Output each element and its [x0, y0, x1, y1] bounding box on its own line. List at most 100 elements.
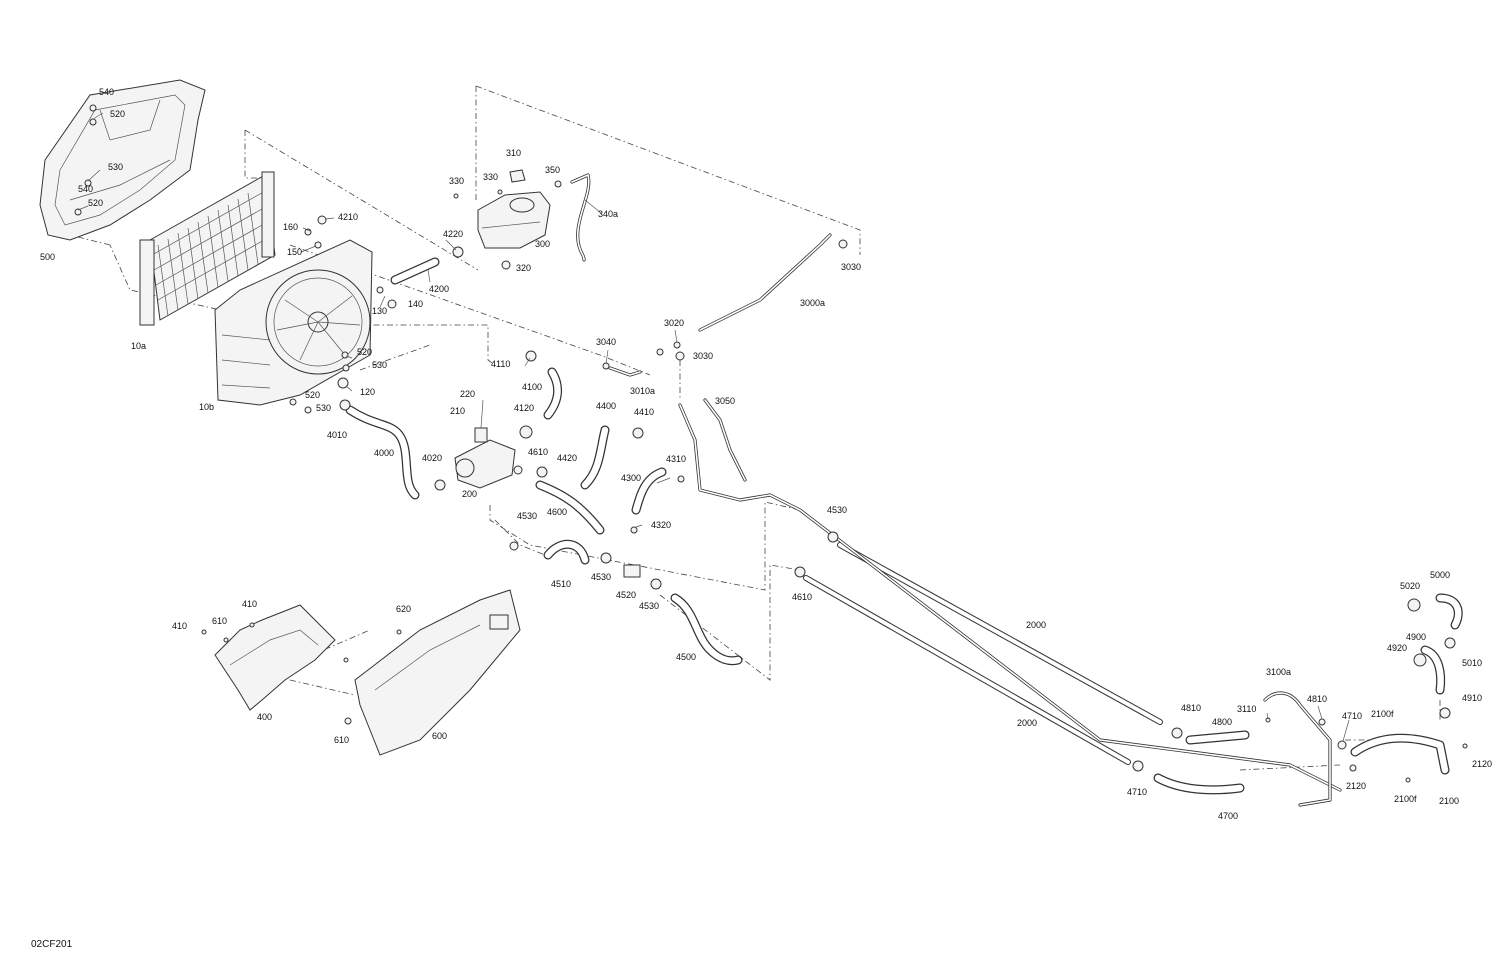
callout: 4120 — [514, 403, 534, 413]
callout: 3110 — [1237, 704, 1256, 714]
callout: 4600 — [547, 507, 567, 517]
callout: 530 — [372, 360, 387, 370]
callout: 200 — [462, 489, 477, 499]
callout: 410 — [172, 621, 187, 631]
callout: 120 — [360, 387, 375, 397]
callout: 160 — [283, 222, 298, 232]
callout: 10b — [199, 402, 214, 412]
callout: 4920 — [1387, 643, 1407, 653]
callout: 540 — [78, 184, 93, 194]
callout: 3100a — [1266, 667, 1291, 677]
callout: 2100f — [1371, 709, 1394, 719]
callout: 4610 — [792, 592, 812, 602]
callout: 410 — [242, 599, 257, 609]
coolant-hoses — [345, 257, 1463, 795]
callout: 4410 — [634, 407, 654, 417]
callout: 3050 — [715, 396, 735, 406]
callout: 3030 — [841, 262, 861, 272]
callout: 610 — [212, 616, 227, 626]
callout: 500 — [40, 252, 55, 262]
callout: 4700 — [1218, 811, 1238, 821]
fan-shroud-assembly — [214, 239, 373, 406]
coolant-reservoir — [477, 169, 551, 249]
callout: 2120 — [1346, 781, 1366, 791]
callout: 4310 — [666, 454, 686, 464]
leader-lines — [77, 112, 1350, 742]
callout: 10a — [131, 341, 146, 351]
callout: 4210 — [338, 212, 358, 222]
callout: 540 — [99, 87, 114, 97]
callout: 520 — [305, 390, 320, 400]
callout: 2100 — [1439, 796, 1459, 806]
callout: 300 — [535, 239, 550, 249]
callout: 600 — [432, 731, 447, 741]
callout: 310 — [506, 148, 521, 158]
callout: 350 — [545, 165, 560, 175]
callout: 2000 — [1026, 620, 1046, 630]
callout: 320 — [516, 263, 531, 273]
callout: 4520 — [616, 590, 636, 600]
callout: 3030 — [693, 351, 713, 361]
callout: 2000 — [1017, 718, 1037, 728]
callout: 5000 — [1430, 570, 1450, 580]
callout: 400 — [257, 712, 272, 722]
callout: 4530 — [517, 511, 537, 521]
callout: 4800 — [1212, 717, 1232, 727]
callout: 4200 — [429, 284, 449, 294]
callout: 130 — [372, 306, 387, 316]
callout: 620 — [396, 604, 411, 614]
callout: 4810 — [1181, 703, 1201, 713]
callout: 4510 — [551, 579, 571, 589]
callout: 4020 — [422, 453, 442, 463]
callout: 4220 — [443, 229, 463, 239]
callout: 2100f — [1394, 794, 1417, 804]
callout: 520 — [357, 347, 372, 357]
figure-code: 02CF201 — [31, 939, 73, 950]
callout: 4900 — [1406, 632, 1426, 642]
callout: 4010 — [327, 430, 347, 440]
callout: 4530 — [827, 505, 847, 515]
callout: 3000a — [800, 298, 825, 308]
coolant-pipes — [803, 542, 1163, 765]
callout: 4530 — [591, 572, 611, 582]
callout: 520 — [88, 198, 103, 208]
callout-labels: 540 520 530 540 520 500 10a 10b 160 150 … — [40, 87, 1492, 821]
callout: 4610 — [528, 447, 548, 457]
callout: 3040 — [596, 337, 616, 347]
assembly-guide-lines — [69, 85, 1441, 771]
callout: 4110 — [491, 359, 510, 369]
callout: 610 — [334, 735, 349, 745]
radiator-support-bracket — [39, 79, 206, 241]
callout: 4000 — [374, 448, 394, 458]
callout: 4300 — [621, 473, 641, 483]
callout: 5020 — [1400, 581, 1420, 591]
callout: 4530 — [639, 601, 659, 611]
callout: 5010 — [1462, 658, 1482, 668]
thermostat-housing — [454, 425, 533, 489]
callout: 4100 — [522, 382, 542, 392]
bleed-lines — [570, 173, 1342, 807]
side-panels — [214, 589, 521, 756]
callout: 3010a — [630, 386, 655, 396]
callout: 4500 — [676, 652, 696, 662]
fasteners — [74, 104, 1468, 783]
callout: 220 — [460, 389, 475, 399]
callout: 2120 — [1472, 759, 1492, 769]
callout: 4320 — [651, 520, 671, 530]
callout: 4400 — [596, 401, 616, 411]
callout: 4810 — [1307, 694, 1327, 704]
callout: 140 — [408, 299, 423, 309]
callout: 520 — [110, 109, 125, 119]
callout: 3020 — [664, 318, 684, 328]
callout: 330 — [449, 176, 464, 186]
radiator — [139, 171, 276, 326]
callout: 4910 — [1462, 693, 1482, 703]
callout: 4710 — [1127, 787, 1147, 797]
callout: 340a — [598, 209, 618, 219]
callout: 530 — [316, 403, 331, 413]
callout: 210 — [450, 406, 465, 416]
callout: 330 — [483, 172, 498, 182]
callout: 530 — [108, 162, 123, 172]
callout: 4420 — [557, 453, 577, 463]
